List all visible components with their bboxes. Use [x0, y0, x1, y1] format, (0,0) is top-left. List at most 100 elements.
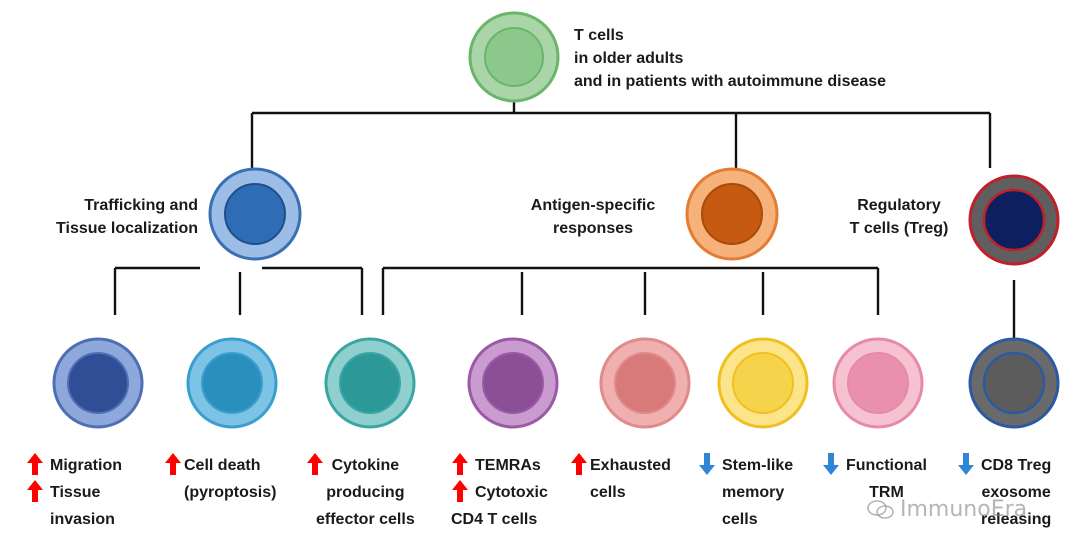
cell-cd8-treg [968, 337, 1060, 429]
effect-row: Cell death (pyroptosis) [164, 452, 276, 506]
arrow-shape [452, 480, 468, 502]
effect-text: TEMRAs [475, 457, 541, 474]
effect-line: (pyroptosis) [184, 484, 277, 501]
effect-line: TRM [869, 484, 904, 501]
label-trafficking: Trafficking and Tissue localization [22, 194, 198, 240]
effects-cell-death: Cell death (pyroptosis) [164, 452, 276, 506]
effects-trm: Functional TRM [822, 452, 927, 506]
effect-text: Tissue invasion [50, 479, 115, 533]
cell-antigen [685, 167, 779, 261]
label-antigen: Antigen-specific responses [510, 194, 676, 240]
cell-migration [52, 337, 144, 429]
arrow-shape [958, 453, 974, 475]
effect-line: CD8 Treg [981, 457, 1052, 474]
effect-row: CD8 Treg exosome releasing [957, 452, 1051, 533]
effect-line: Cell death [184, 457, 261, 474]
effects-cytokine: Cytokine producing effector cells [306, 452, 415, 533]
cell-nucleus [732, 352, 794, 414]
cell-top [468, 11, 560, 103]
label-line: responses [552, 220, 634, 237]
cell-nucleus [847, 352, 909, 414]
cell-cytokine [324, 337, 416, 429]
up-arrow-icon [27, 453, 43, 475]
effects-cd8-treg: CD8 Treg exosome releasing [957, 452, 1051, 533]
effect-line: Exhausted [590, 457, 671, 474]
effect-line: Cytotoxic [475, 484, 548, 501]
effect-line: exosome [981, 484, 1051, 501]
label-line: Tissue localization [56, 220, 198, 237]
effect-text: Cytokine producing effector cells [316, 452, 415, 533]
watermark: ImmunoEra [866, 497, 1027, 522]
cell-temra [467, 337, 559, 429]
effect-text: Cell death (pyroptosis) [184, 452, 276, 506]
effect-line: Cytokine [331, 457, 400, 474]
label-line: in older adults [574, 50, 684, 67]
cell-nucleus [982, 351, 1046, 415]
effect-row: Functional TRM [822, 452, 927, 506]
cell-treg [968, 174, 1060, 266]
watermark-text: ImmunoEra [900, 497, 1028, 522]
cell-nucleus [67, 352, 129, 414]
up-arrow-icon [27, 480, 43, 502]
effect-text: Cytotoxic CD4 T cells [451, 479, 548, 533]
label-top: T cells in older adults and in patients … [574, 24, 886, 93]
up-arrow-icon [452, 480, 468, 502]
label-line: Trafficking and [84, 197, 198, 214]
cell-nucleus [201, 352, 263, 414]
effect-line: producing [326, 484, 405, 501]
effect-line: cells [590, 484, 626, 501]
cell-nucleus [339, 352, 401, 414]
down-arrow-icon [699, 453, 715, 475]
cell-nucleus [484, 27, 544, 87]
arrow-shape [823, 453, 839, 475]
cell-nucleus [482, 352, 544, 414]
cell-nucleus [982, 188, 1046, 252]
effect-line: memory [722, 484, 785, 501]
effect-row: Migration [26, 452, 122, 479]
effect-row: Stem-like memory cells [698, 452, 793, 533]
effect-line: cells [722, 511, 758, 528]
effect-row: Tissue invasion [26, 479, 122, 533]
label-line: T cells [574, 27, 624, 44]
effects-stem-like: Stem-like memory cells [698, 452, 793, 533]
effect-text: Stem-like memory cells [722, 452, 793, 533]
effect-row: Exhausted cells [570, 452, 671, 506]
wechat-icon [867, 500, 894, 519]
arrow-shape [27, 453, 43, 475]
arrow-shape [307, 453, 323, 475]
arrow-shape [571, 453, 587, 475]
arrow-shape [165, 453, 181, 475]
cell-trafficking [208, 167, 302, 261]
up-arrow-icon [452, 453, 468, 475]
effect-row: TEMRAs [451, 452, 548, 479]
effects-temra: TEMRAs Cytotoxic CD4 T cells [451, 452, 548, 533]
label-line: T cells (Treg) [849, 220, 949, 237]
up-arrow-icon [307, 453, 323, 475]
effect-line: effector cells [316, 511, 415, 528]
effect-text: Exhausted cells [590, 452, 671, 506]
cell-trm [832, 337, 924, 429]
effect-text: CD8 Treg exosome releasing [981, 452, 1051, 533]
effect-text: Functional TRM [846, 452, 927, 506]
cell-cell-death [186, 337, 278, 429]
effect-text: Migration [50, 457, 122, 474]
effect-line: CD4 T cells [451, 511, 538, 528]
cell-stem-like [717, 337, 809, 429]
arrow-shape [699, 453, 715, 475]
arrow-shape [452, 453, 468, 475]
cell-exhausted [599, 337, 691, 429]
effect-line: releasing [981, 511, 1052, 528]
arrow-shape [27, 480, 43, 502]
label-treg: Regulatory T cells (Treg) [838, 194, 960, 240]
up-arrow-icon [165, 453, 181, 475]
down-arrow-icon [958, 453, 974, 475]
label-line: Regulatory [857, 197, 941, 214]
cell-nucleus [701, 183, 763, 245]
effects-exhausted: Exhausted cells [570, 452, 671, 506]
cell-nucleus [614, 352, 676, 414]
cell-nucleus [224, 183, 286, 245]
effect-row: Cytotoxic CD4 T cells [451, 479, 548, 533]
effect-line: Tissue [50, 484, 101, 501]
label-line: Antigen-specific [530, 197, 656, 214]
